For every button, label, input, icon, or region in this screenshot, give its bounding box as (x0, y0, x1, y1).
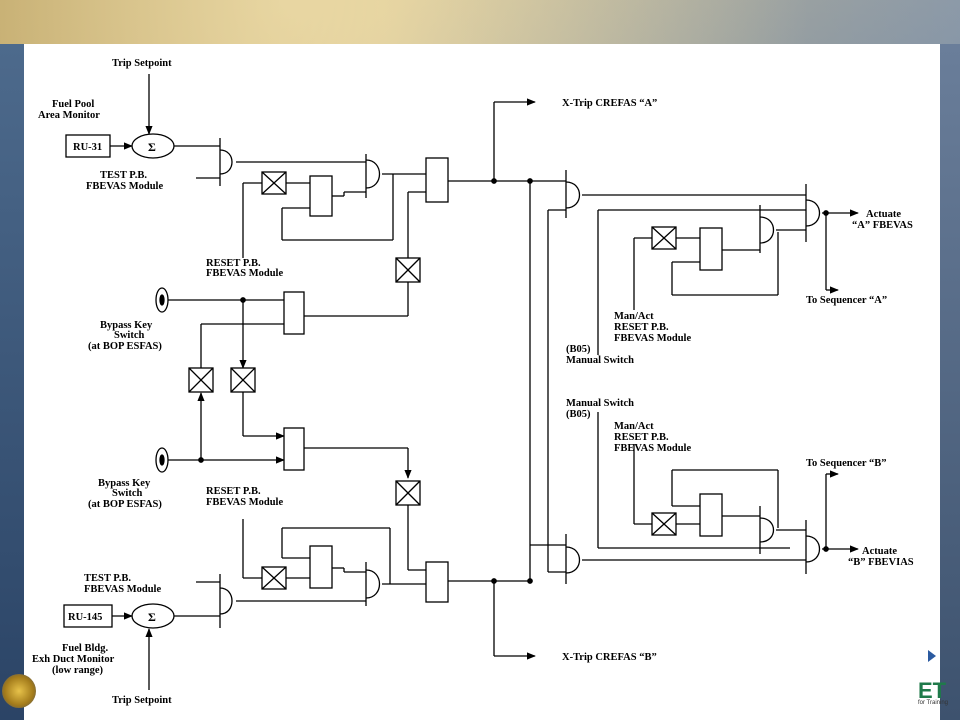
label-reset-pb-bot: RESET P.B. (206, 486, 261, 497)
label-manact-a: Man/Act (614, 311, 654, 322)
label-to-sequencer-a: To Sequencer “A” (806, 295, 887, 306)
brand-sub: for Training (918, 700, 949, 706)
label-xtrip-a: X-Trip CREFAS “A” (562, 98, 657, 109)
label-fuel-bldg: Fuel Bldg. (62, 643, 108, 654)
memory-b (699, 493, 723, 537)
memory-bot-1 (309, 545, 333, 589)
label-manact-b: Man/Act (614, 421, 654, 432)
and-bot (425, 561, 449, 603)
label-ru31: RU-31 (73, 142, 102, 153)
label-test-pb-bot: TEST P.B. (84, 573, 131, 584)
label-test-pb-bot-module: FBEVAS Module (84, 584, 161, 595)
label-reset-pb-top: RESET P.B. (206, 258, 261, 269)
label-to-sequencer-b: To Sequencer “B” (806, 458, 887, 469)
label-test-pb-top-module: FBEVAS Module (86, 181, 163, 192)
label-actuate-b-fbevias: “B” FBEVIAS (848, 557, 914, 568)
label-fuel-pool: Fuel Pool (52, 99, 94, 110)
label-trip-setpoint-bot: Trip Setpoint (112, 695, 172, 706)
label-area-monitor: Area Monitor (38, 110, 100, 121)
label-actuate-a: Actuate (866, 209, 901, 220)
label-trip-setpoint-top: Trip Setpoint (112, 58, 172, 69)
label-low-range: (low range) (52, 665, 104, 676)
label-bypass-top-loc: (at BOP ESFAS) (88, 341, 162, 352)
seal-logo (2, 674, 36, 708)
label-xtrip-b: X-Trip CREFAS “B” (562, 652, 657, 663)
label-manact-a-module: FBEVAS Module (614, 333, 691, 344)
label-bypass-top-switch: Switch (114, 330, 144, 341)
label-bypass-bot-switch: Switch (112, 488, 142, 499)
label-bypass-bot: Bypass Key (98, 478, 151, 489)
and-bypass-bot (283, 427, 305, 471)
and-bypass-top (283, 291, 305, 335)
label-b05-bot: (B05) (566, 409, 591, 420)
and-top (425, 157, 449, 203)
label-test-pb-top: TEST P.B. (100, 170, 147, 181)
brand-logo: ET for Training (918, 678, 948, 706)
label-exh-duct: Exh Duct Monitor (32, 654, 115, 665)
label-b05-top: (B05) (566, 344, 591, 355)
brand-text: ET (918, 678, 947, 703)
label-ru145: RU-145 (68, 612, 102, 623)
label-manact-a-reset: RESET P.B. (614, 322, 669, 333)
next-slide-arrow-icon[interactable] (928, 650, 936, 662)
label-manual-switch-bot: Manual Switch (566, 398, 634, 409)
label-manact-b-reset: RESET P.B. (614, 432, 669, 443)
label-reset-pb-bot-module: FBEVAS Module (206, 497, 283, 508)
label-manact-b-module: FBEVAS Module (614, 443, 691, 454)
label-bypass-top: Bypass Key (100, 320, 153, 331)
ru145-box (63, 604, 113, 628)
label-actuate-a-fbevas: “A” FBEVAS (852, 220, 913, 231)
diagram-paper (24, 44, 940, 720)
slide-right-bar (940, 44, 960, 720)
label-sigma-bot: Σ (148, 610, 156, 624)
label-manual-switch-top: Manual Switch (566, 355, 634, 366)
label-actuate-b: Actuate (862, 546, 897, 557)
label-sigma-top: Σ (148, 140, 156, 154)
slide-left-bar (0, 44, 24, 720)
label-bypass-bot-loc: (at BOP ESFAS) (88, 499, 162, 510)
memory-a (699, 227, 723, 271)
label-reset-pb-top-module: FBEVAS Module (206, 268, 283, 279)
memory-top-1 (309, 175, 333, 217)
